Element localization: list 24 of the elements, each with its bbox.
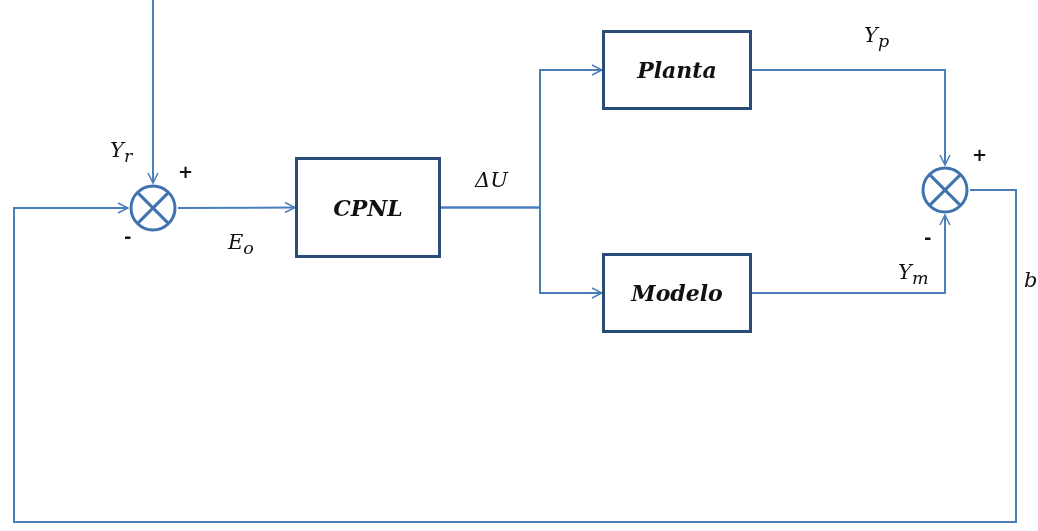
edge-label: Y$_{p}$: [864, 25, 890, 51]
block-title: Modelo: [631, 280, 723, 306]
block-title: Planta: [637, 57, 717, 83]
arrow: [440, 206, 603, 299]
summing-junction: [128, 183, 178, 233]
edge-label: ΔU: [475, 170, 508, 191]
edge-label: Y$_{m}$: [898, 262, 929, 288]
arrow: [751, 69, 951, 166]
process-box: [602, 253, 752, 333]
edge-label: b: [1024, 270, 1038, 291]
arrow: [177, 201, 296, 214]
arrow: [751, 214, 951, 294]
sign-label: -: [124, 228, 132, 246]
edge-label: Y$_{r}$: [110, 140, 133, 166]
summing-junction: [920, 165, 970, 215]
edge-label: E$_{o}$: [228, 232, 254, 258]
sign-label: +: [972, 146, 988, 164]
arrow: [147, 0, 159, 184]
process-box: [602, 30, 752, 110]
arrow: [13, 189, 1017, 523]
block-title: CPNL: [333, 194, 403, 221]
sign-label: +: [178, 163, 194, 181]
process-box: [295, 157, 441, 258]
sign-label: -: [924, 229, 932, 247]
